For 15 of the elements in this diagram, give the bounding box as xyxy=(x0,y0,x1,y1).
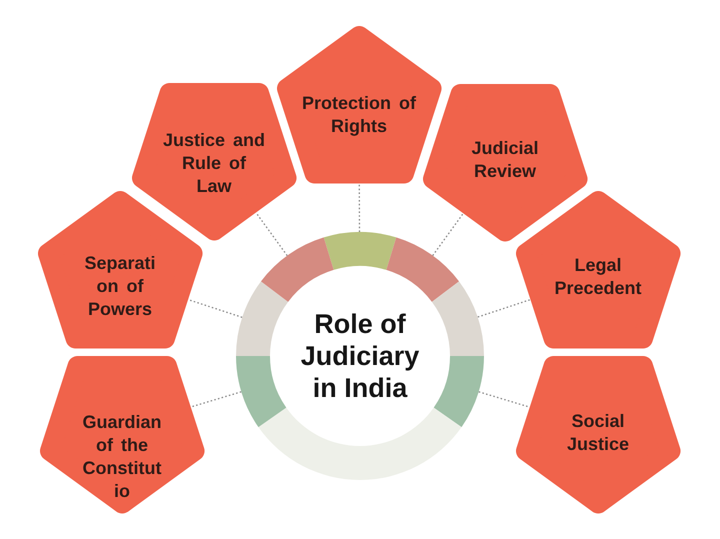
topic-label: Protection of Rights xyxy=(300,92,417,138)
connector-line xyxy=(190,391,242,408)
connector-line xyxy=(478,391,530,408)
topic-label: Social Justice xyxy=(566,410,630,456)
connector-line xyxy=(188,298,242,318)
connector-line xyxy=(255,212,288,256)
connector-line xyxy=(358,184,360,232)
connector-line xyxy=(478,299,530,318)
topic-label: Guardian of the Constitut io xyxy=(81,410,162,503)
topic-label: Justice and Rule of Law xyxy=(162,129,266,198)
center-title: Role of Judiciary in India xyxy=(300,308,420,404)
topic-label: Separati on of Powers xyxy=(83,252,156,322)
connector-line xyxy=(432,213,464,256)
topic-label: Judicial Review xyxy=(470,136,540,183)
topic-label: Legal Precedent xyxy=(553,254,642,300)
